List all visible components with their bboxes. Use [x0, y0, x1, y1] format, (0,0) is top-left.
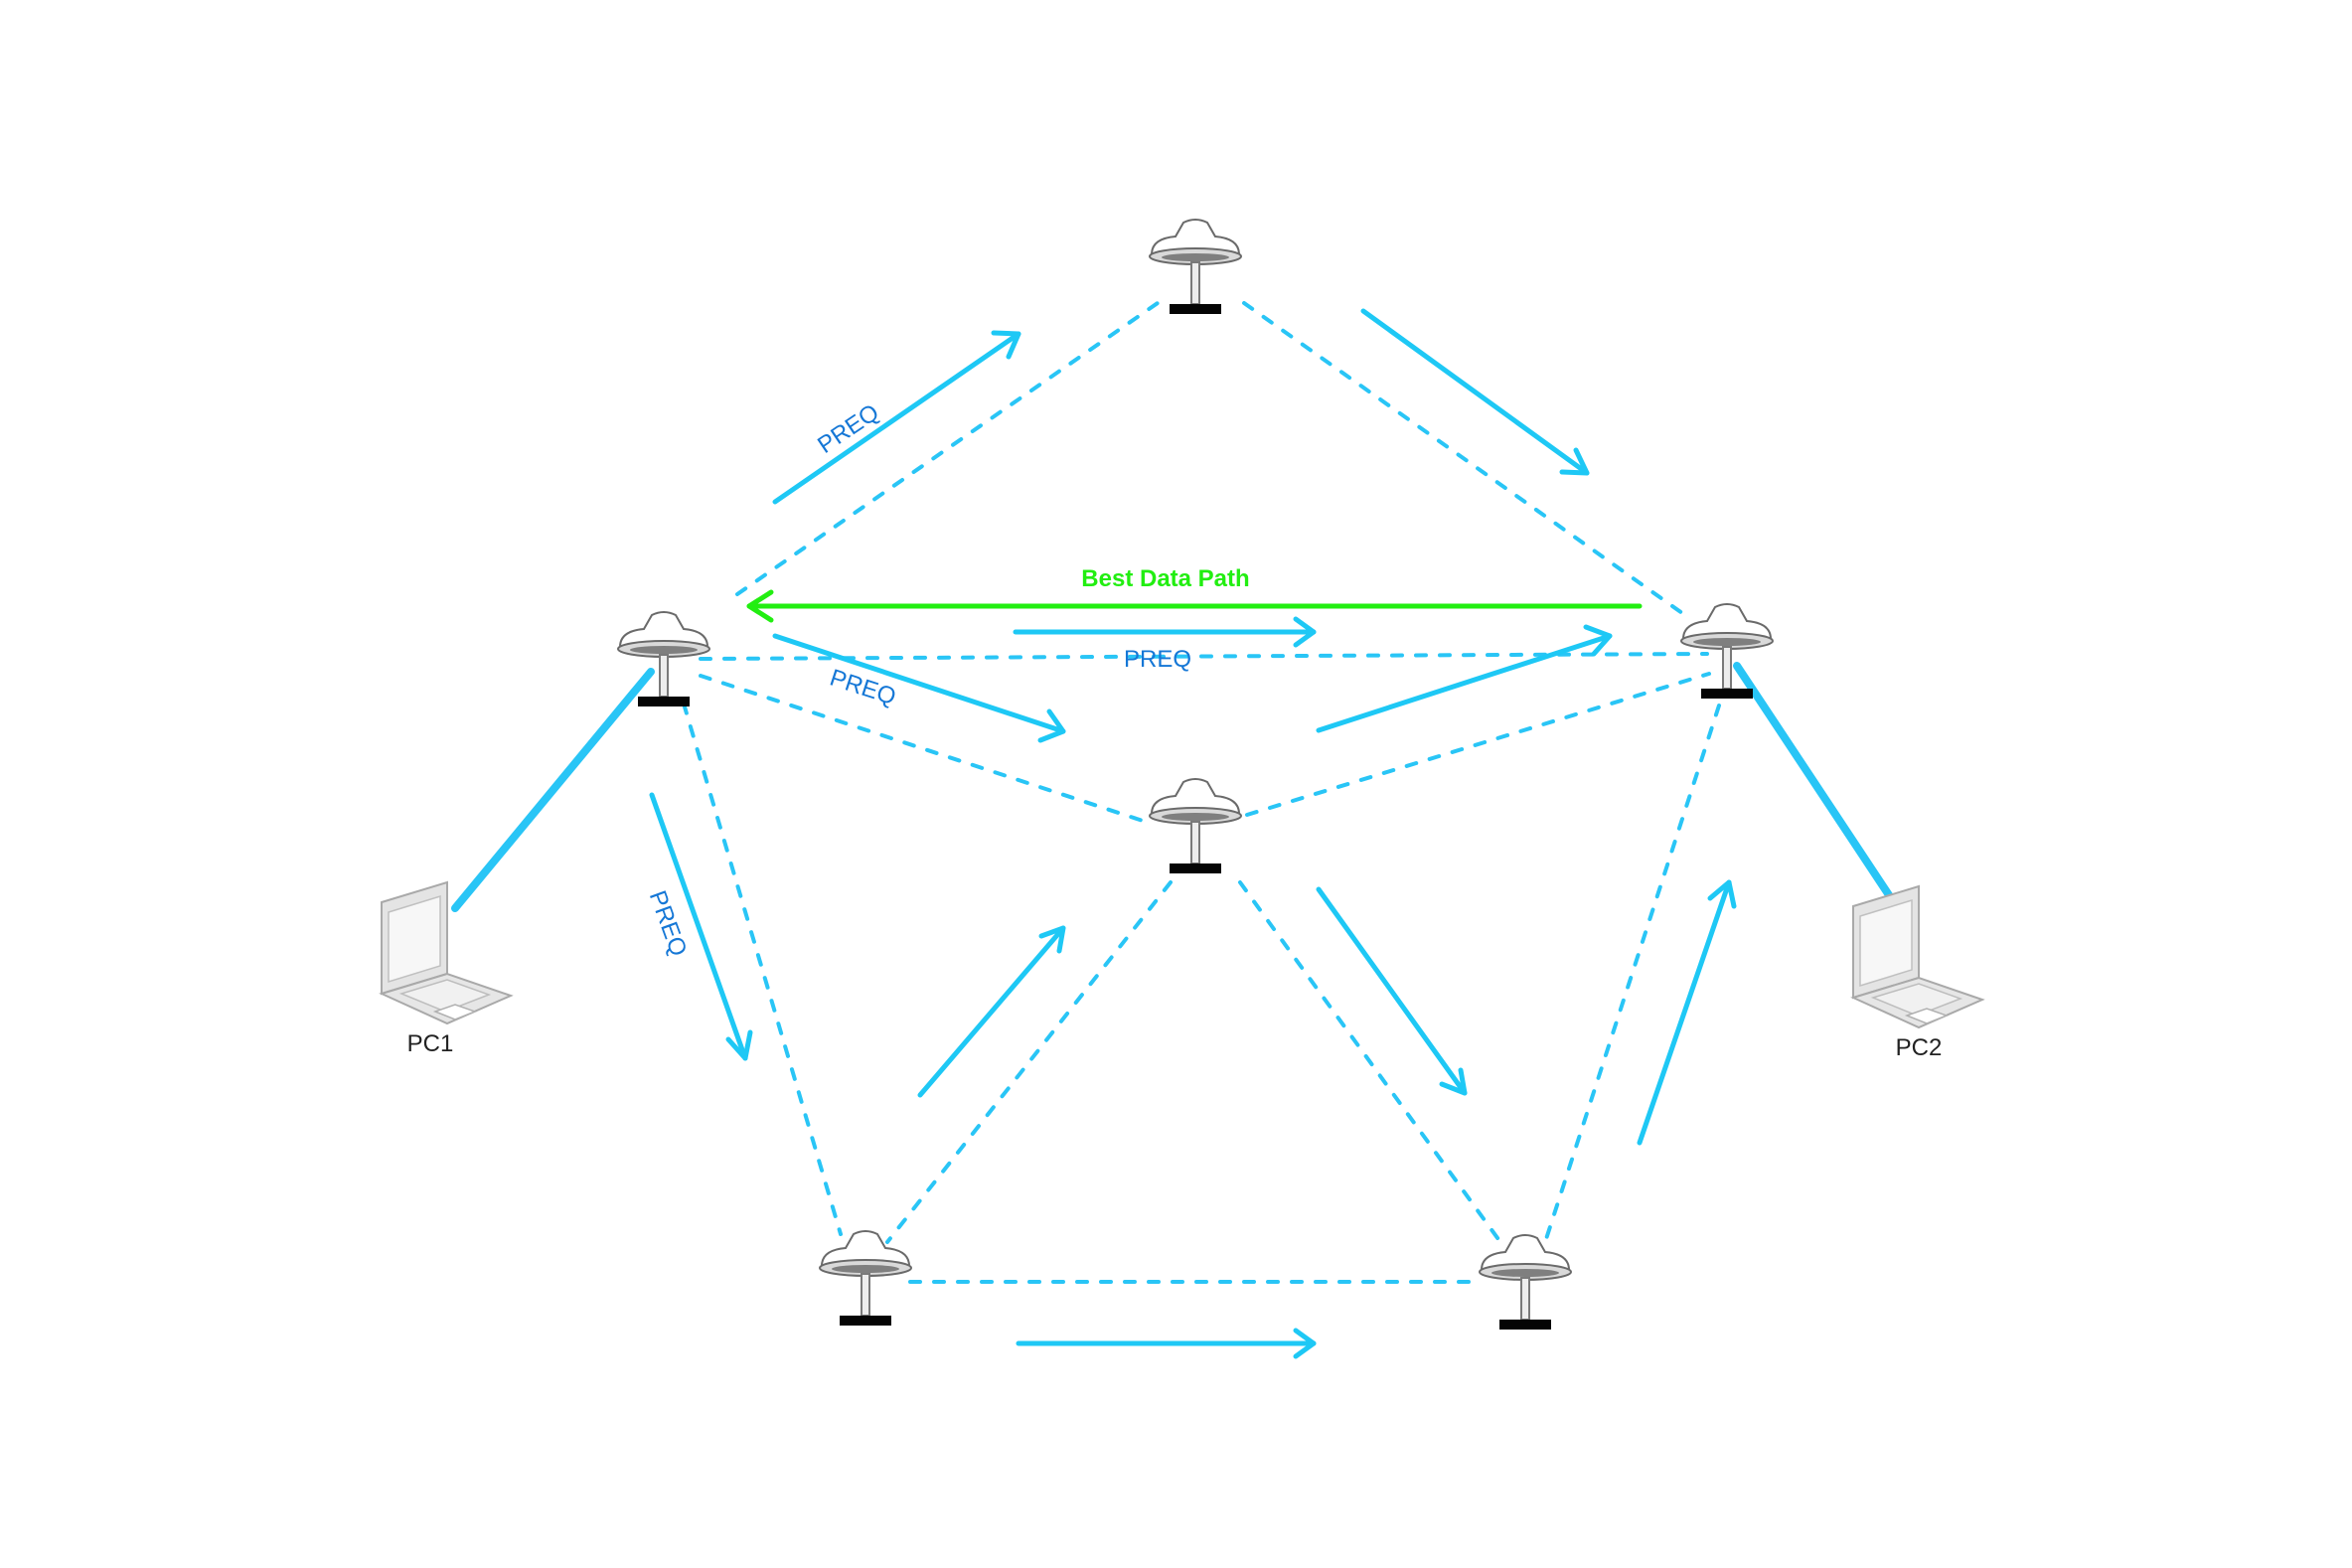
pc2-laptop-icon — [1852, 885, 1983, 1028]
preq-label-left-right: PREQ — [1124, 646, 1191, 673]
arrow-left-to-bottomleft — [649, 792, 753, 1061]
arrow-bottomright-to-right — [1637, 879, 1737, 1146]
mesh-node-center-icon — [1149, 778, 1242, 874]
mesh-node-right-icon — [1680, 603, 1774, 700]
link-left-bottomleft — [682, 702, 843, 1236]
mesh-node-top-icon — [1149, 219, 1242, 315]
arrow-left-to-center — [772, 633, 1066, 743]
arrow-bottomleft-to-bottomright — [1016, 1328, 1317, 1359]
best-data-path-label: Best Data Path — [1081, 565, 1249, 592]
arrow-center-to-right — [1316, 624, 1613, 733]
pc2-label: PC2 — [1896, 1034, 1943, 1061]
mesh-nodes — [617, 219, 1774, 1331]
link-center-right — [1245, 672, 1711, 817]
pc1-label: PC1 — [407, 1030, 454, 1057]
link-left-center — [699, 674, 1145, 823]
wired-links — [451, 662, 1907, 920]
arrow-bottomleft-to-center — [917, 925, 1066, 1098]
preq-label-left-bottomleft: PREQ — [644, 887, 693, 960]
link-top-right — [1242, 301, 1691, 620]
mesh-node-bottomleft-icon — [819, 1230, 912, 1327]
pc1-laptop-icon — [381, 881, 512, 1024]
wireless-links — [682, 301, 1721, 1284]
link-left-right — [699, 652, 1709, 661]
mesh-node-bottomright-icon — [1479, 1234, 1572, 1331]
arrow-left-to-top — [772, 330, 1021, 505]
arrow-top-to-right — [1360, 308, 1590, 476]
arrow-center-to-bottomright — [1316, 886, 1468, 1096]
preq-arrows — [649, 308, 1737, 1359]
best-data-path-arrow — [746, 589, 1643, 623]
wired-link-pc2 — [1733, 662, 1907, 920]
link-right-bottomright — [1543, 704, 1721, 1244]
wired-link-pc1 — [451, 668, 655, 912]
link-center-bottomright — [1238, 880, 1502, 1244]
link-center-bottomleft — [885, 880, 1173, 1244]
arrow-left-to-right — [1013, 616, 1317, 648]
link-left-top — [735, 301, 1160, 596]
